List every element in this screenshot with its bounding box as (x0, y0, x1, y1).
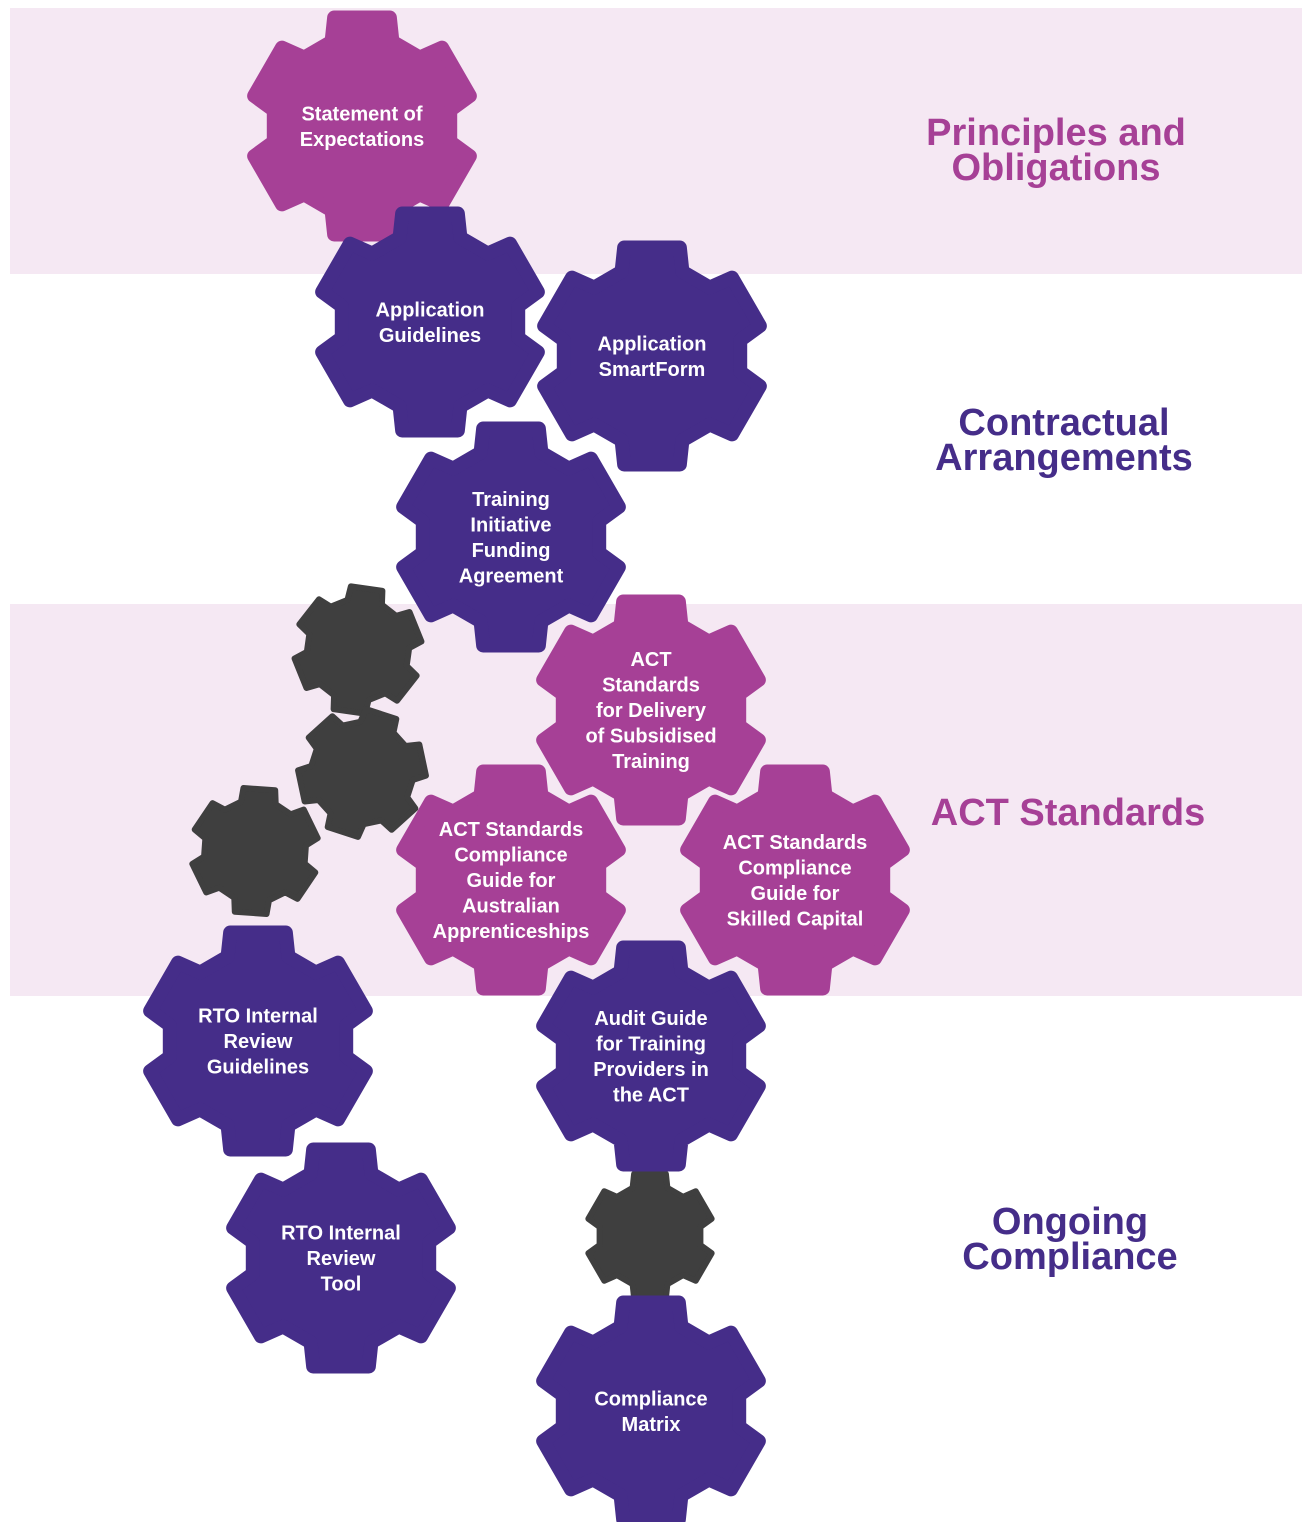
section-label-act-standards: ACT Standards (930, 792, 1206, 834)
gear-label-line: for Delivery (596, 700, 707, 722)
gear-label-line: Application (376, 299, 485, 321)
gear-shape (536, 1295, 766, 1522)
section-label-ongoing: Ongoing Compliance (962, 1201, 1178, 1278)
gear-connector-3 (189, 785, 321, 917)
gear-label-line: Guide for (751, 883, 840, 905)
gear-shape (537, 240, 767, 472)
gear-shape (189, 785, 321, 917)
gear-label-line: Guidelines (379, 325, 481, 347)
gear-shape (291, 583, 425, 717)
section-label-principles: Principles and Obligations (926, 112, 1186, 189)
gear-label-line: RTO Internal (198, 1006, 318, 1028)
gear-label-line: Review (224, 1031, 293, 1053)
gear-label-line: Compliance (454, 845, 567, 867)
gear-label-line: Guidelines (207, 1057, 309, 1079)
gear-shape (295, 706, 429, 840)
gear-label-line: Review (307, 1248, 376, 1270)
gear-act-standards-delivery: ACT Standards for Delivery of SubsidisedTra… (536, 594, 766, 826)
gear-label-line: Training (472, 489, 550, 511)
gear-shape (226, 1142, 456, 1374)
gear-connector-2 (295, 706, 429, 840)
gear-shape (315, 206, 545, 438)
gear-label-line: SmartForm (599, 359, 706, 381)
gear-label-line: ACT Standards (723, 832, 867, 854)
gear-label-line: Initiative (470, 514, 551, 536)
gear-label-line: RTO Internal (281, 1223, 401, 1245)
gear-label-line: Funding (472, 540, 551, 562)
gear-label-line: of Subsidised (585, 726, 716, 748)
gear-label-line: Skilled Capital (727, 908, 864, 930)
gear-label-line: Compliance (738, 857, 851, 879)
gear-label-line: Expectations (300, 129, 424, 151)
gear-shape (247, 10, 477, 242)
gear-shape (536, 940, 766, 1172)
gear-statement-of-expectations: Statement of Expectations (247, 10, 477, 242)
gear-shape (143, 925, 373, 1157)
gear-shape (396, 764, 626, 996)
gear-shape (536, 594, 766, 826)
gear-label-line: Guide for (467, 870, 556, 892)
gear-label-line: Audit Guide (594, 1008, 707, 1030)
section-label-contractual: Contractual Arrangements (935, 402, 1193, 479)
gear-label-line: Matrix (622, 1414, 681, 1436)
gear-shape (585, 1171, 715, 1301)
gear-label-line: Compliance (594, 1388, 707, 1410)
gear-label-line: Application (598, 333, 707, 355)
gear-shape (680, 764, 910, 996)
gear-label-line: ACT (630, 649, 671, 671)
gear-label-line: Australian (462, 896, 560, 918)
gear-label-line: Tool (321, 1274, 362, 1296)
gear-label-line: the ACT (613, 1084, 689, 1106)
gear-shape (396, 421, 626, 653)
principles-band (10, 8, 1302, 274)
gear-label-line: Statement of (301, 103, 422, 125)
gear-label-line: Agreement (459, 565, 564, 587)
gear-label-line: Providers in (593, 1059, 709, 1081)
gear-label-line: for Training (596, 1033, 706, 1055)
gear-label-line: Training (612, 751, 690, 773)
gear-connector-4 (585, 1171, 715, 1301)
gear-label-line: ACT Standards (439, 819, 583, 841)
gear-label-line: Standards (602, 675, 700, 697)
gear-connector-1 (291, 583, 425, 717)
gear-label-line: Apprenticeships (433, 921, 590, 943)
